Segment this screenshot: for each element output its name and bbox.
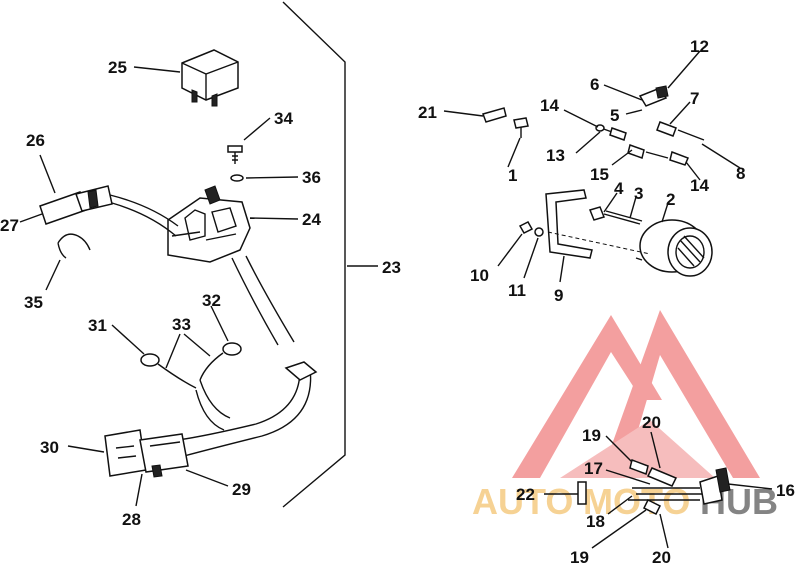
- callout-35: 35: [24, 293, 43, 312]
- assembly-guide-line: [547, 231, 651, 255]
- screw-34-part: [227, 145, 243, 164]
- callout-31: 31: [88, 316, 107, 335]
- callout-9: 9: [554, 286, 563, 305]
- nut-10-part: [518, 221, 534, 234]
- callout-29: 29: [232, 480, 251, 499]
- callout-36: 36: [302, 168, 321, 187]
- callout-labels: 1 2 3 4 5 6 7 8 9 10 11 12 13 14 14 15 1…: [0, 37, 795, 567]
- callout-19-top: 19: [582, 426, 601, 445]
- callout-8: 8: [736, 164, 745, 183]
- callout-4: 4: [614, 179, 624, 198]
- callout-20-bottom: 20: [652, 548, 671, 567]
- callout-3: 3: [634, 184, 643, 203]
- stud-3-part: [603, 210, 643, 225]
- callout-34: 34: [274, 109, 293, 128]
- sensor-wire: [109, 194, 179, 237]
- callout-18: 18: [586, 512, 605, 531]
- washer-11-part: [534, 227, 544, 237]
- callout-21: 21: [418, 103, 437, 122]
- harness-group-bracket: [282, 1, 346, 508]
- callout-6: 6: [590, 75, 599, 94]
- connector-block-part: [167, 185, 251, 263]
- clamp-tab: [655, 85, 669, 99]
- callout-17: 17: [584, 459, 603, 478]
- callout-30: 30: [40, 438, 59, 457]
- callout-22: 22: [516, 485, 535, 504]
- connector-cable: [231, 255, 295, 346]
- callout-2: 2: [666, 190, 675, 209]
- watermark-logo: [512, 310, 760, 478]
- callout-25: 25: [108, 58, 127, 77]
- callout-7: 7: [690, 89, 699, 108]
- callout-32: 32: [202, 291, 221, 310]
- callout-14-top: 14: [540, 96, 559, 115]
- sensor-plug-part: [39, 185, 113, 225]
- callout-19-bottom: 19: [570, 548, 589, 567]
- callout-16: 16: [776, 481, 795, 500]
- ring-terminals-part: [140, 342, 242, 389]
- screw-1-part: [513, 117, 529, 138]
- main-plug-part: [104, 429, 189, 478]
- watermark-word-auto: AUTO: [472, 481, 573, 522]
- callout-5: 5: [610, 106, 619, 125]
- sender-leads-part: [577, 459, 731, 516]
- washer-36-part: [230, 174, 244, 182]
- callout-23: 23: [382, 258, 401, 277]
- callout-27: 27: [0, 216, 19, 235]
- callout-14-bottom: 14: [690, 176, 709, 195]
- relay-part: [181, 49, 239, 107]
- clip-part: [57, 233, 91, 259]
- callout-24: 24: [302, 210, 321, 229]
- mounting-bracket-part: [545, 189, 593, 259]
- callout-12: 12: [690, 37, 709, 56]
- clip-21-part: [482, 107, 507, 123]
- gauge-part: [635, 219, 713, 277]
- leader-lines: [19, 50, 773, 549]
- callout-28: 28: [122, 510, 141, 529]
- harness-sleeve-end: [284, 361, 318, 381]
- callout-26: 26: [26, 131, 45, 150]
- callout-11: 11: [508, 281, 526, 300]
- callout-13: 13: [546, 146, 565, 165]
- callout-20-top: 20: [642, 413, 661, 432]
- main-harness-bundle: [177, 367, 312, 457]
- callout-15: 15: [590, 165, 609, 184]
- callout-10: 10: [470, 266, 489, 285]
- callout-33: 33: [172, 315, 191, 334]
- callout-1: 1: [508, 166, 517, 185]
- nut-4-part: [588, 206, 606, 221]
- tube-fittings-part: [595, 121, 705, 166]
